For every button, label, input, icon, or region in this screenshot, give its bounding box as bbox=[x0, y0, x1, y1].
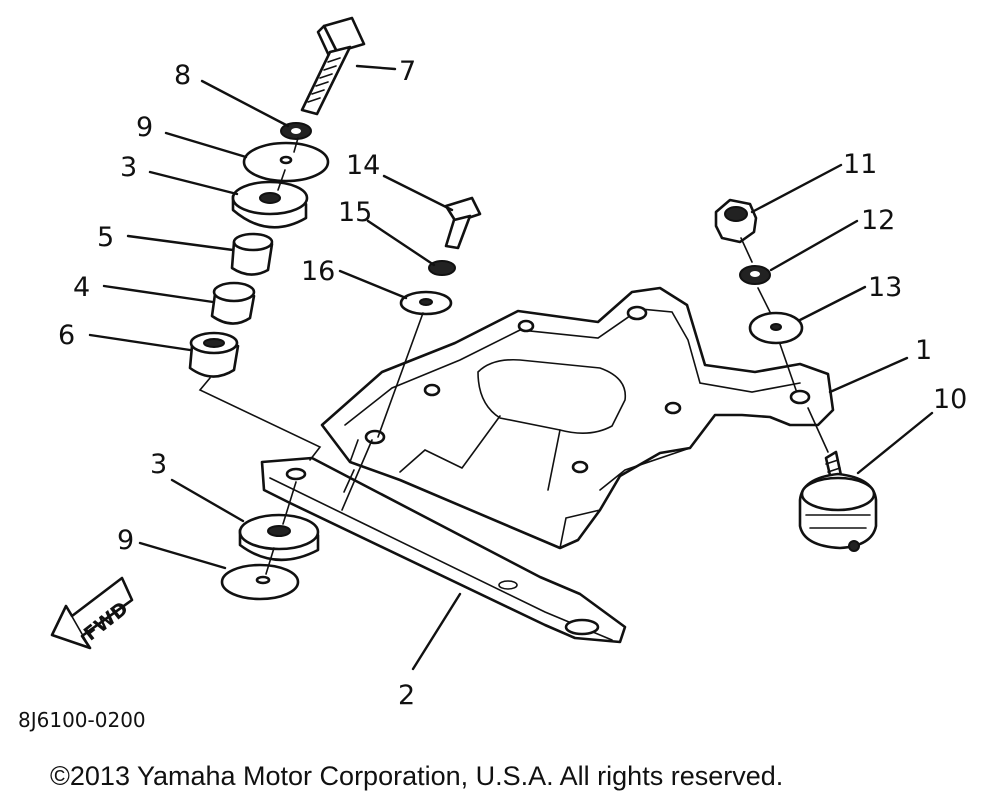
label-part-12: 12 bbox=[861, 205, 895, 236]
nut-11 bbox=[714, 198, 758, 244]
label-part-8: 8 bbox=[174, 60, 191, 91]
washer-9-upper bbox=[242, 141, 330, 183]
main-bracket bbox=[320, 286, 835, 550]
leader-lines bbox=[88, 64, 934, 671]
label-part-5: 5 bbox=[97, 222, 114, 253]
rubber-3-upper bbox=[231, 180, 309, 229]
washer-13 bbox=[748, 311, 804, 345]
bolt-7 bbox=[300, 16, 366, 116]
damper-10 bbox=[798, 450, 878, 552]
washer-15 bbox=[428, 260, 456, 276]
label-part-2: 2 bbox=[398, 680, 415, 711]
label-part-4: 4 bbox=[73, 272, 90, 303]
label-part-9-lower: 9 bbox=[117, 525, 134, 556]
label-part-10: 10 bbox=[933, 384, 967, 415]
label-part-15: 15 bbox=[338, 197, 372, 228]
label-part-11: 11 bbox=[843, 149, 877, 180]
washer-12 bbox=[739, 265, 771, 285]
label-part-3-upper: 3 bbox=[120, 152, 137, 183]
collar-6 bbox=[188, 331, 240, 378]
washer-16 bbox=[399, 290, 453, 316]
assembly-lines bbox=[198, 137, 829, 575]
copyright-notice: ©2013 Yamaha Motor Corporation, U.S.A. A… bbox=[50, 761, 783, 791]
label-part-16: 16 bbox=[301, 256, 335, 287]
label-part-3-lower: 3 bbox=[150, 449, 167, 480]
label-part-6: 6 bbox=[58, 320, 75, 351]
washer-8-hole bbox=[291, 128, 301, 134]
washer-9-lower bbox=[220, 563, 300, 601]
label-part-9-upper: 9 bbox=[136, 112, 153, 143]
collar-5 bbox=[230, 232, 274, 276]
figure-code: 8J6100-0200 bbox=[18, 708, 146, 732]
fwd-arrow: FWD bbox=[50, 576, 134, 650]
rubber-3-lower bbox=[238, 513, 320, 562]
part-labels: 8 7 9 3 14 15 5 16 4 6 11 12 13 1 10 3 9… bbox=[58, 56, 967, 711]
bolt-14 bbox=[444, 196, 482, 250]
label-part-14: 14 bbox=[346, 150, 380, 181]
label-part-7: 7 bbox=[399, 56, 416, 87]
label-part-1: 1 bbox=[915, 335, 932, 366]
lower-bar bbox=[260, 456, 627, 644]
label-part-13: 13 bbox=[868, 272, 902, 303]
collar-4 bbox=[210, 281, 256, 325]
